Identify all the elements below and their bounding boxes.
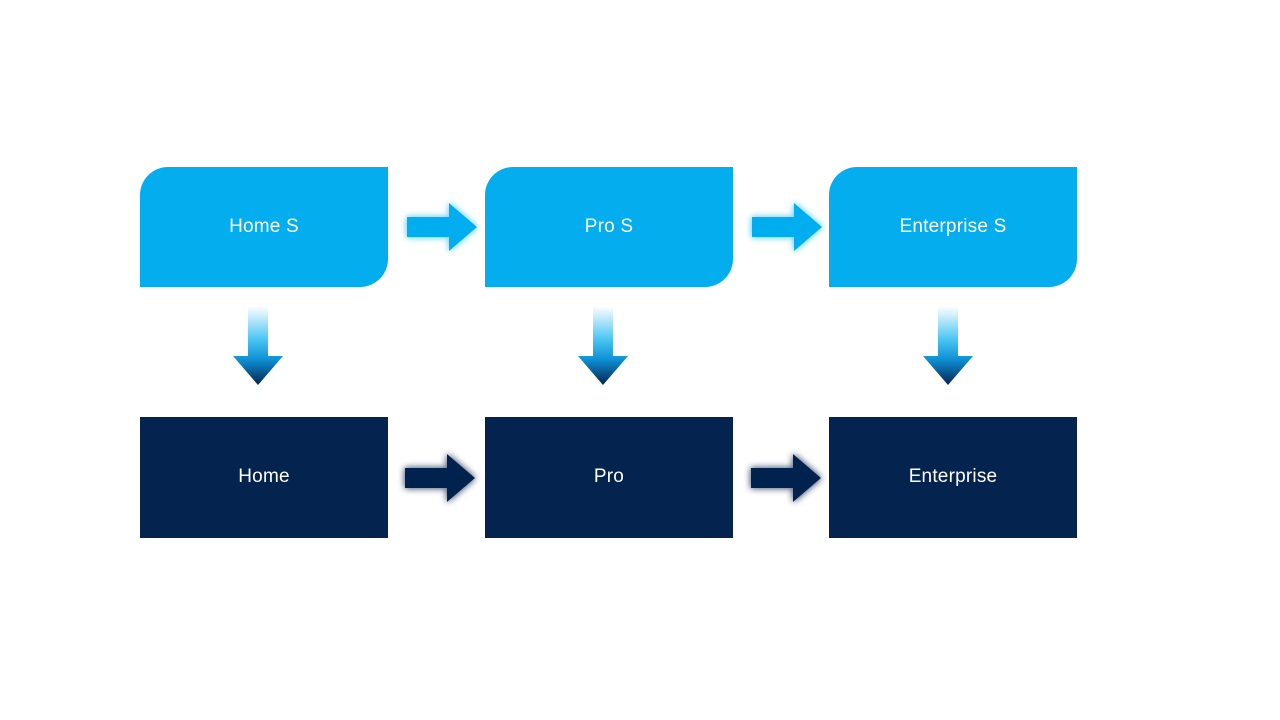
node-home-s-label: Home S (229, 215, 299, 237)
connector-down-arrow-1 (231, 306, 285, 388)
node-pro[interactable]: Pro (485, 417, 733, 538)
node-home-label: Home (238, 466, 290, 488)
node-home[interactable]: Home (140, 417, 388, 538)
node-pro-s-label: Pro S (584, 215, 634, 237)
connector-top-arrow-2 (750, 200, 824, 254)
node-enterprise-s-label: Enterprise S (899, 215, 1007, 237)
arrow-right-icon (752, 203, 822, 251)
arrow-down-icon (578, 306, 628, 385)
arrow-down-icon (233, 306, 283, 385)
connector-down-arrow-2 (576, 306, 630, 388)
node-pro-label: Pro (593, 466, 625, 488)
node-pro-s[interactable]: Pro S (485, 167, 733, 287)
node-enterprise[interactable]: Enterprise (829, 417, 1077, 538)
arrow-down-icon (923, 306, 973, 385)
arrow-right-icon (405, 454, 475, 502)
node-home-s[interactable]: Home S (140, 167, 388, 287)
connector-bottom-arrow-1 (403, 451, 477, 505)
connector-bottom-arrow-2 (749, 451, 823, 505)
node-enterprise-label: Enterprise (908, 466, 998, 488)
arrow-right-icon (751, 454, 821, 502)
connector-down-arrow-3 (921, 306, 975, 388)
node-enterprise-s[interactable]: Enterprise S (829, 167, 1077, 287)
connector-top-arrow-1 (405, 200, 479, 254)
arrow-right-icon (407, 203, 477, 251)
